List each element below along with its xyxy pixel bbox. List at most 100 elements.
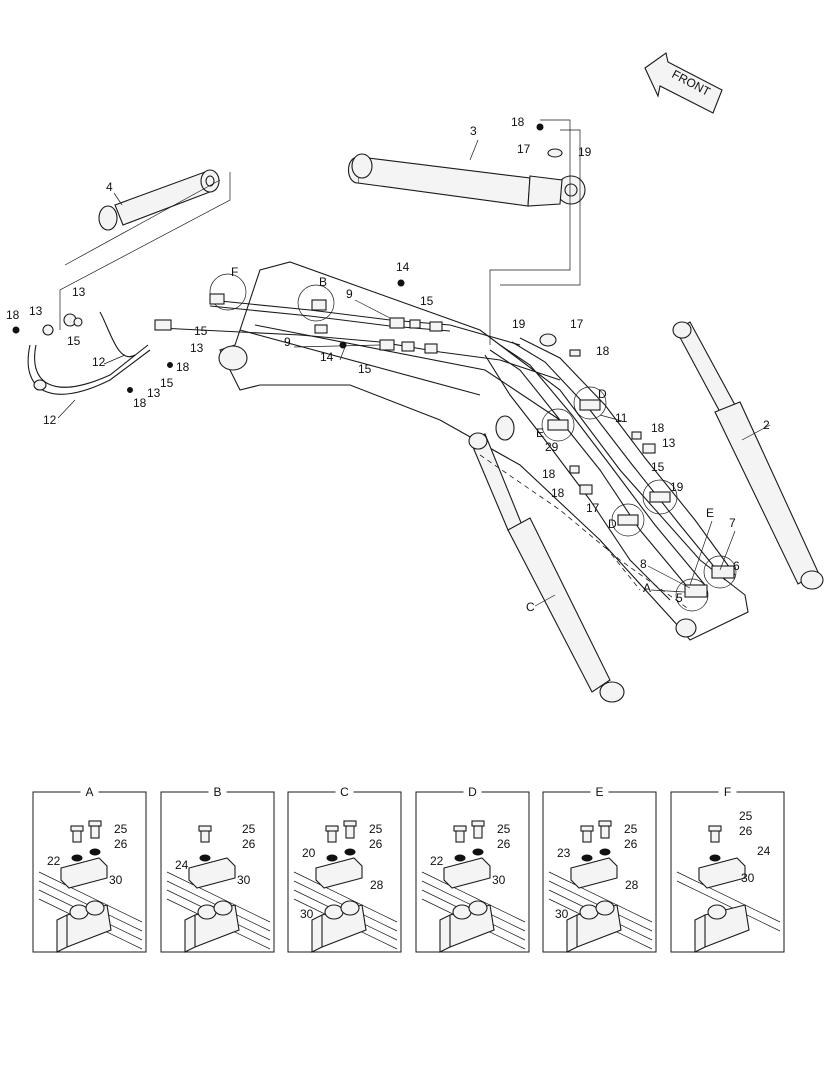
callout-18: 18 (133, 396, 147, 410)
detail-bolt-head (598, 820, 612, 827)
cylinder-1 (468, 415, 625, 703)
detail-clamp (452, 904, 472, 920)
detail-callout-30: 30 (237, 873, 251, 887)
callout-D: D (598, 387, 607, 401)
callout-19: 19 (578, 145, 592, 159)
title-gap (590, 786, 609, 798)
detail-washer (326, 854, 338, 862)
cylinder-4 (98, 169, 220, 231)
detail-bolt-head (453, 825, 467, 832)
detail-pipe-line (676, 880, 781, 932)
detail-bolt (345, 825, 355, 839)
callout-13: 13 (662, 436, 676, 450)
hose-12 (27, 311, 151, 395)
callout-18: 18 (542, 467, 556, 481)
cylinder-3 (347, 153, 586, 207)
callout-13: 13 (72, 285, 86, 299)
callout-7: E (706, 506, 714, 520)
detail-clamp-cap (698, 857, 746, 889)
title-gap (463, 786, 482, 798)
detail-callout-26: 26 (624, 837, 638, 851)
detail-clamp (197, 904, 217, 920)
detail-washer (599, 848, 611, 856)
detail-clamp (595, 900, 615, 916)
detail-bolt (473, 825, 483, 839)
detail-callout-25: 25 (369, 822, 383, 836)
detail-bolt-head (580, 825, 594, 832)
callout-E: D (608, 517, 617, 531)
callout-15: 15 (420, 294, 434, 308)
callout-5: A (643, 581, 651, 595)
detail-bolt (710, 829, 720, 843)
detail-bolt-head (88, 820, 102, 827)
callout-3: 3 (470, 124, 477, 138)
detail-callout-30: 30 (300, 907, 314, 921)
callout-29: 29 (545, 440, 559, 454)
callout-leaders (57, 139, 771, 607)
detail-callout-25: 25 (114, 822, 128, 836)
callout-E: E (536, 426, 544, 440)
detail-title: C (340, 785, 349, 799)
callout-15: 15 (358, 362, 372, 376)
callout-13: 13 (29, 304, 43, 318)
boom (218, 261, 749, 641)
detail-clamp-cap (570, 857, 618, 889)
detail-callout-30: 30 (741, 871, 755, 885)
callout-15: 15 (67, 334, 81, 348)
callout-12: 12 (43, 413, 57, 427)
callout-2: 2 (763, 418, 770, 432)
detail-bolt-head (70, 825, 84, 832)
fasteners (12, 123, 735, 598)
callout-1: C (526, 600, 535, 614)
detail-clamp-cap (60, 857, 108, 889)
detail-clamp (468, 900, 488, 916)
callout-18: 18 (176, 360, 190, 374)
title-gap (80, 786, 99, 798)
detail-bolt (455, 829, 465, 843)
detail-callout-26: 26 (369, 837, 383, 851)
callout-9: 9 (346, 287, 353, 301)
detail-bolt (327, 829, 337, 843)
detail-pipe-line (676, 871, 781, 923)
detail-callout-26: 26 (242, 837, 256, 851)
detail-clamp (579, 904, 599, 920)
callout-B: B (319, 275, 327, 289)
callout-18: 18 (511, 115, 525, 129)
detail-callout-30: 30 (109, 873, 123, 887)
callout-19: 19 (512, 317, 526, 331)
detail-callout-30: 30 (555, 907, 569, 921)
callout-14: 14 (396, 260, 410, 274)
callout-15: 15 (160, 376, 174, 390)
callout-4: 4 (106, 180, 113, 194)
callout-14: 14 (320, 350, 334, 364)
detail-circles (209, 273, 737, 612)
detail-callout-30: 30 (492, 873, 506, 887)
callout-12: 12 (92, 355, 106, 369)
detail-clamp (340, 900, 360, 916)
detail-callout-22: 22 (430, 854, 444, 868)
detail-washer (709, 854, 721, 862)
callout-15: 15 (651, 460, 665, 474)
front-arrow: FRONT (644, 52, 723, 114)
detail-callout-26: 26 (114, 837, 128, 851)
detail-bolt-head (343, 820, 357, 827)
detail-callout-24: 24 (175, 858, 189, 872)
detail-bolt (90, 825, 100, 839)
detail-bolt (200, 829, 210, 843)
detail-washer (344, 848, 356, 856)
detail-base-block (694, 904, 750, 953)
detail-clamp (85, 900, 105, 916)
detail-title: E (595, 785, 603, 799)
detail-bolt-head (471, 820, 485, 827)
detail-callout-25: 25 (739, 809, 753, 823)
detail-base-block (311, 904, 367, 953)
callout-13: 13 (147, 386, 161, 400)
detail-callout-26: 26 (739, 824, 753, 838)
detail-clamp (707, 904, 727, 920)
title-gap (718, 786, 737, 798)
